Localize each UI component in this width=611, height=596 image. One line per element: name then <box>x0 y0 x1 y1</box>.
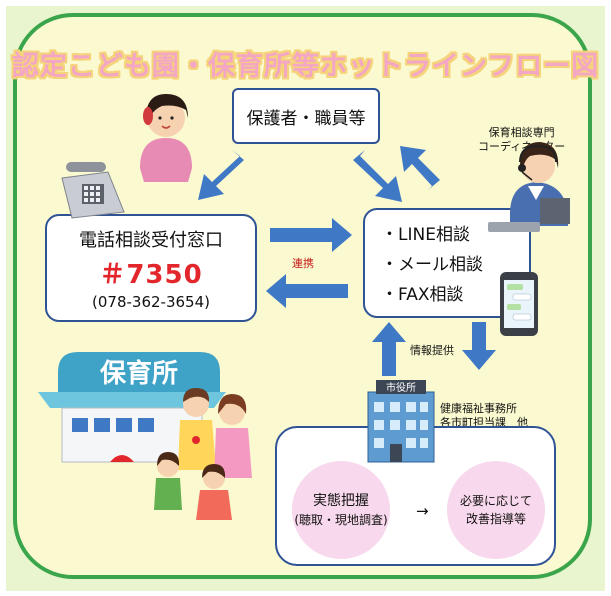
city-office-illustration: 市役所 <box>367 380 435 463</box>
diagram-title: 認定こども園・保育所等ホットラインフロー図 <box>11 51 600 82</box>
phone-box-title: 電話相談受付窓口 <box>79 230 223 251</box>
phone-consultation-box: 電話相談受付窓口 ＃7350 (078-362-3654) <box>45 214 257 322</box>
guidance-line1: 必要に応じて <box>459 494 532 508</box>
arrow-guardian-to-phone <box>198 150 244 200</box>
fact-finding-detail: (聴取・現地調査) <box>294 513 388 527</box>
online-consultation-box: ・LINE相談 ・メール相談 ・FAX相談 <box>363 208 531 318</box>
arrow-office-to-consult <box>372 322 406 376</box>
mother-phone-illustration <box>140 94 192 182</box>
arrow-consult-to-office <box>462 322 496 370</box>
info-provision-label: 情報提供 <box>410 344 454 357</box>
consult-item-fax: ・FAX相談 <box>381 285 464 305</box>
city-office-sign: 市役所 <box>386 381 416 394</box>
fact-finding-circle: 実態把握 (聴取・現地調査) <box>292 461 390 559</box>
arrow-phone-to-consult <box>270 218 352 252</box>
desk-phone-illustration <box>61 162 125 219</box>
welfare-label-line1: 健康福祉事務所 <box>440 402 517 415</box>
coordinator-illustration <box>488 142 570 232</box>
guidance-circle: 必要に応じて 改善指導等 <box>447 461 545 559</box>
phone-full-number: (078-362-3654) <box>92 293 210 311</box>
nursery-sign: 保育所 <box>99 358 178 389</box>
fact-finding-title: 実態把握 <box>313 493 369 509</box>
consult-item-mail: ・メール相談 <box>381 255 483 275</box>
phone-short-number: ＃7350 <box>99 260 203 290</box>
welfare-label-line2: 各市町担当課 他 <box>440 416 528 429</box>
step-arrow: → <box>416 502 429 520</box>
arrow-consult-to-phone <box>266 274 348 308</box>
guardian-box: 保護者・職員等 <box>232 88 380 144</box>
link-label: 連携 <box>292 257 314 270</box>
guidance-line2: 改善指導等 <box>465 512 526 526</box>
arrow-consult-to-guardian <box>400 146 440 190</box>
smartphone-illustration <box>500 272 538 336</box>
family-illustration <box>154 388 252 520</box>
guardian-label: 保護者・職員等 <box>246 108 366 129</box>
coordinator-label-line1: 保育相談専門 <box>488 126 555 139</box>
consult-item-line: ・LINE相談 <box>381 225 470 245</box>
welfare-office-label: 健康福祉事務所 各市町担当課 他 <box>440 402 528 430</box>
nursery-illustration: 保育所 <box>38 352 226 463</box>
arrow-guardian-to-consult <box>353 150 402 202</box>
